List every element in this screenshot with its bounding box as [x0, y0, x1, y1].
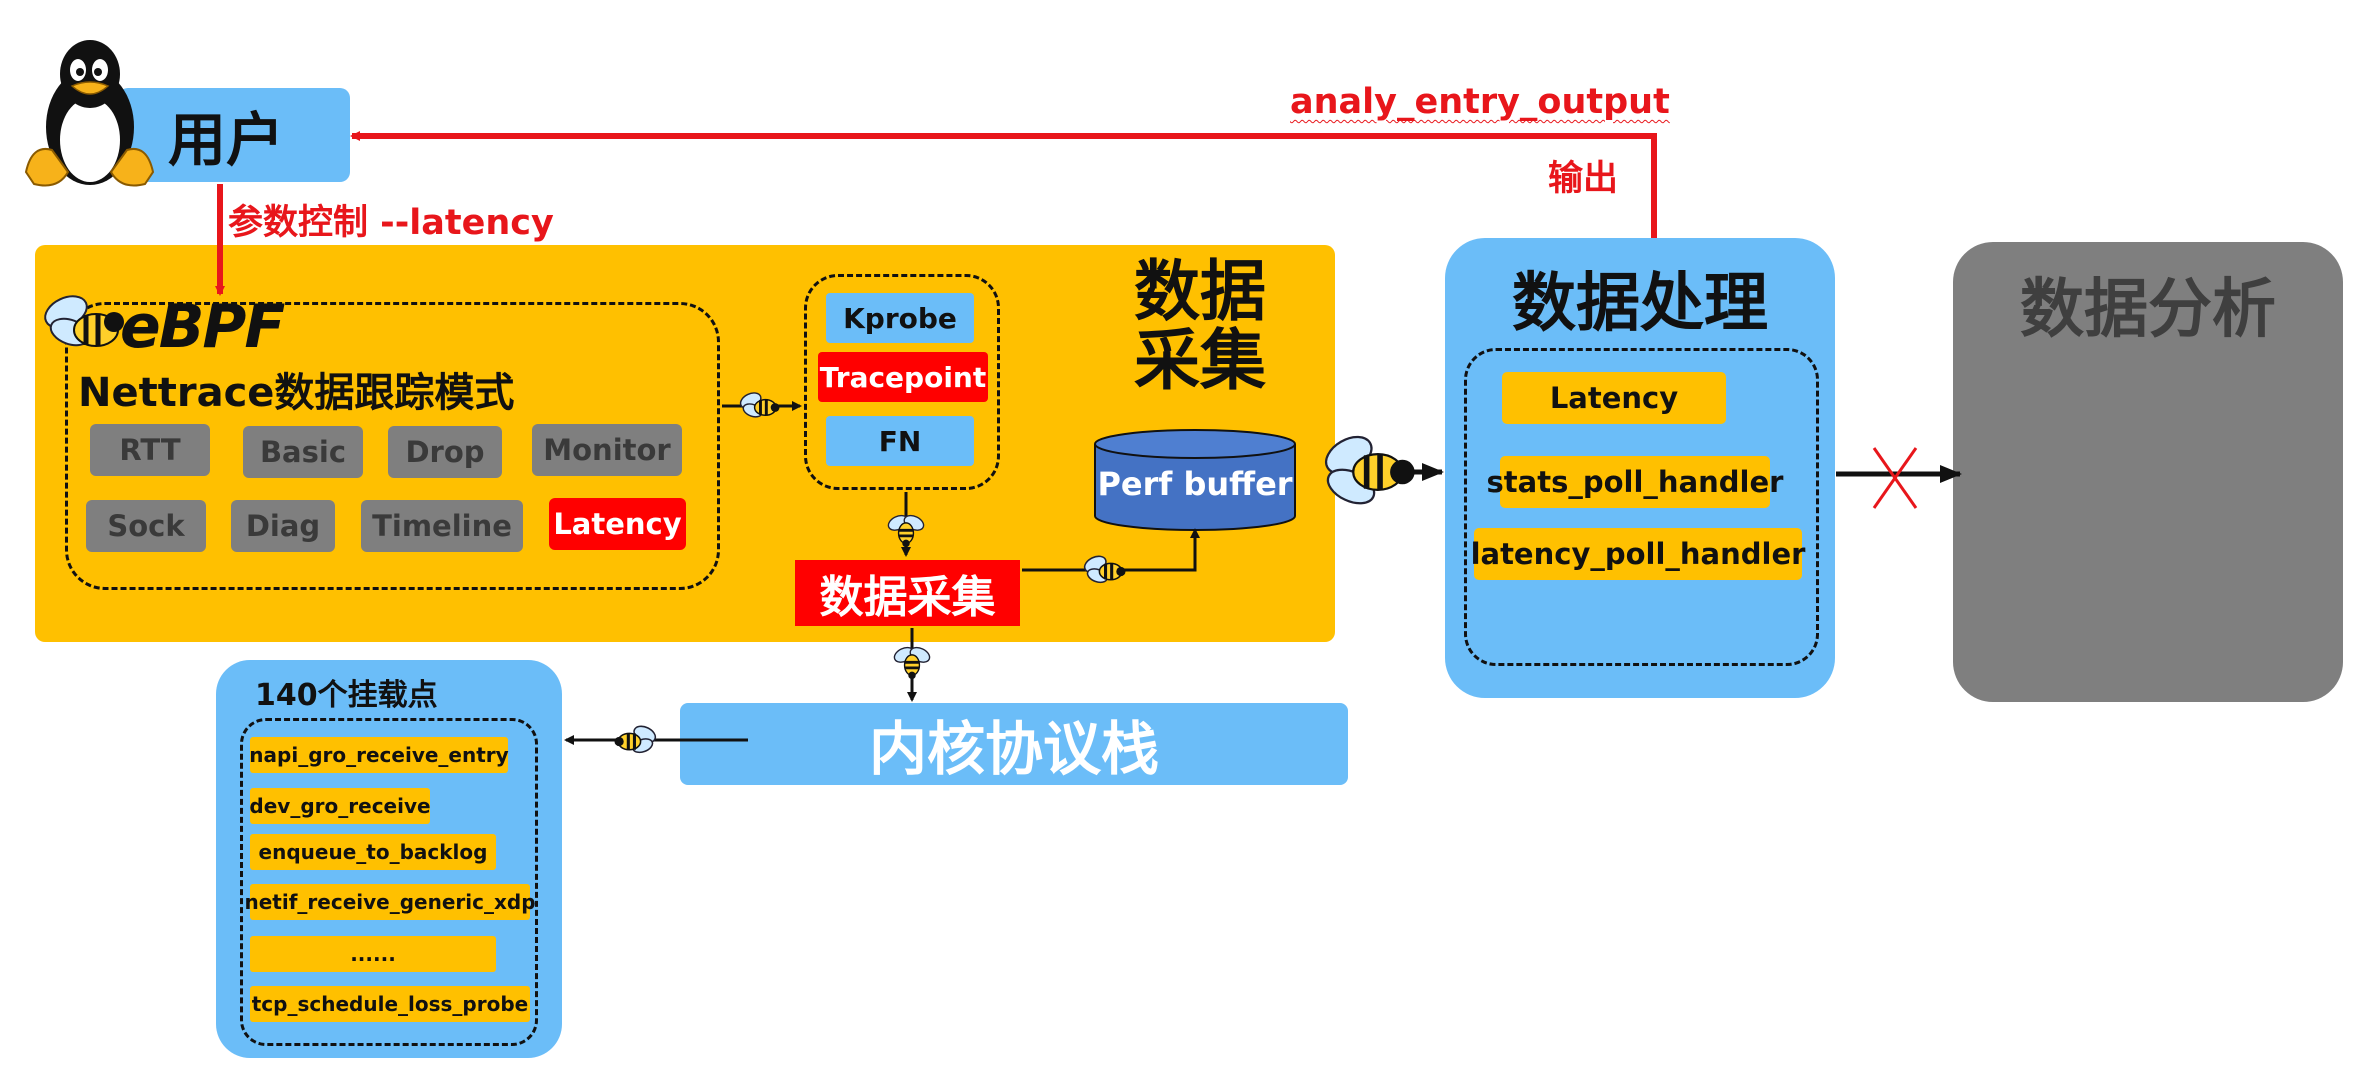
output-label: 输出: [1548, 159, 1619, 199]
probe-fn: FN: [826, 416, 974, 466]
bee-icon: [1083, 555, 1126, 584]
bee-icon: [614, 725, 657, 754]
kernel-protocol-stack-label: 内核协议栈: [868, 715, 1159, 783]
nettrace-mode-title: Nettrace数据跟踪模式: [78, 370, 515, 416]
mode-rtt: RTT: [90, 424, 210, 476]
ebpf-logo-text: eBPF: [120, 292, 285, 362]
probe-group: [804, 274, 1000, 490]
mode-label: Latency: [553, 507, 682, 541]
hook-item: dev_gro_receive: [249, 788, 431, 824]
bee-icon: [893, 646, 931, 680]
perf-buffer-cylinder: [1094, 429, 1296, 531]
hook-item: netif_receive_generic_xdp: [245, 884, 536, 920]
data-analysis-title: 数据分析: [2020, 273, 2276, 347]
hook-item: tcp_schedule_loss_probe: [250, 986, 530, 1022]
kernel-protocol-stack: 内核协议栈: [680, 703, 1348, 785]
probe-label: Kprobe: [843, 301, 957, 335]
processing-group: [1464, 348, 1819, 666]
bee-icon: [1325, 435, 1415, 505]
mode-label: Drop: [405, 435, 485, 469]
processing-item-label: stats_poll_handler: [1486, 465, 1784, 499]
hook-label: ......: [350, 942, 396, 966]
data-analysis-panel: [1953, 242, 2343, 702]
data-collect-heading-line: 数据: [1134, 253, 1266, 330]
perf-buffer-label: Perf buffer: [1097, 465, 1293, 503]
mode-sock: Sock: [86, 500, 206, 552]
hook-label: netif_receive_generic_xdp: [244, 890, 536, 914]
hook-label: napi_gro_receive_entry: [249, 743, 509, 767]
hooks-title: 140个挂载点: [255, 678, 438, 713]
hooks-group: [240, 718, 538, 1046]
probe-label: Tracepoint: [819, 360, 987, 394]
processing-item-label: Latency: [1549, 381, 1679, 415]
probe-kprobe: Kprobe: [826, 293, 974, 343]
mode-label: Basic: [259, 435, 347, 469]
mode-monitor: Monitor: [532, 424, 682, 476]
cross-mark-icon: [1872, 447, 1918, 509]
bee-icon: [44, 295, 124, 347]
mode-timeline: Timeline: [361, 500, 523, 552]
hook-label: enqueue_to_backlog: [258, 840, 488, 864]
output-function-label: analy_entry_output: [1290, 82, 1670, 122]
mode-label: RTT: [119, 433, 181, 467]
bee-icon: [739, 392, 780, 418]
tux-penguin-icon: [24, 40, 155, 187]
data-processing-title: 数据处理: [1512, 267, 1768, 341]
data-collect-heading-line: 采集: [1134, 321, 1266, 399]
hook-label: tcp_schedule_loss_probe: [251, 992, 529, 1016]
mode-latency-active: Latency: [549, 498, 686, 550]
processing-item: stats_poll_handler: [1487, 456, 1783, 508]
mode-label: Monitor: [543, 433, 671, 467]
data-collect-heading: 数据 采集: [1130, 253, 1270, 399]
data-collect-box-label: 数据采集: [819, 572, 996, 623]
user-box: 用户: [118, 88, 350, 182]
hook-item: ......: [250, 936, 496, 972]
mode-label: Sock: [107, 509, 185, 543]
hook-item: enqueue_to_backlog: [250, 834, 496, 870]
parameter-control-label: 参数控制 --latency: [228, 203, 554, 243]
probe-label: FN: [878, 424, 922, 458]
mode-basic: Basic: [243, 426, 363, 478]
probe-tracepoint: Tracepoint: [818, 352, 988, 402]
processing-item: Latency: [1502, 372, 1726, 424]
bee-icon: [887, 514, 925, 548]
data-collect-box: 数据采集: [795, 560, 1020, 626]
mode-drop: Drop: [388, 426, 502, 478]
processing-item: latency_poll_handler: [1471, 528, 1805, 580]
modes-group: [65, 302, 720, 590]
hook-label: dev_gro_receive: [249, 794, 431, 818]
mode-diag: Diag: [231, 500, 335, 552]
mode-label: Diag: [245, 509, 321, 543]
user-label: 用户: [168, 106, 285, 174]
hook-item: napi_gro_receive_entry: [249, 737, 509, 773]
mode-label: Timeline: [372, 509, 512, 543]
processing-item-label: latency_poll_handler: [1470, 537, 1806, 571]
